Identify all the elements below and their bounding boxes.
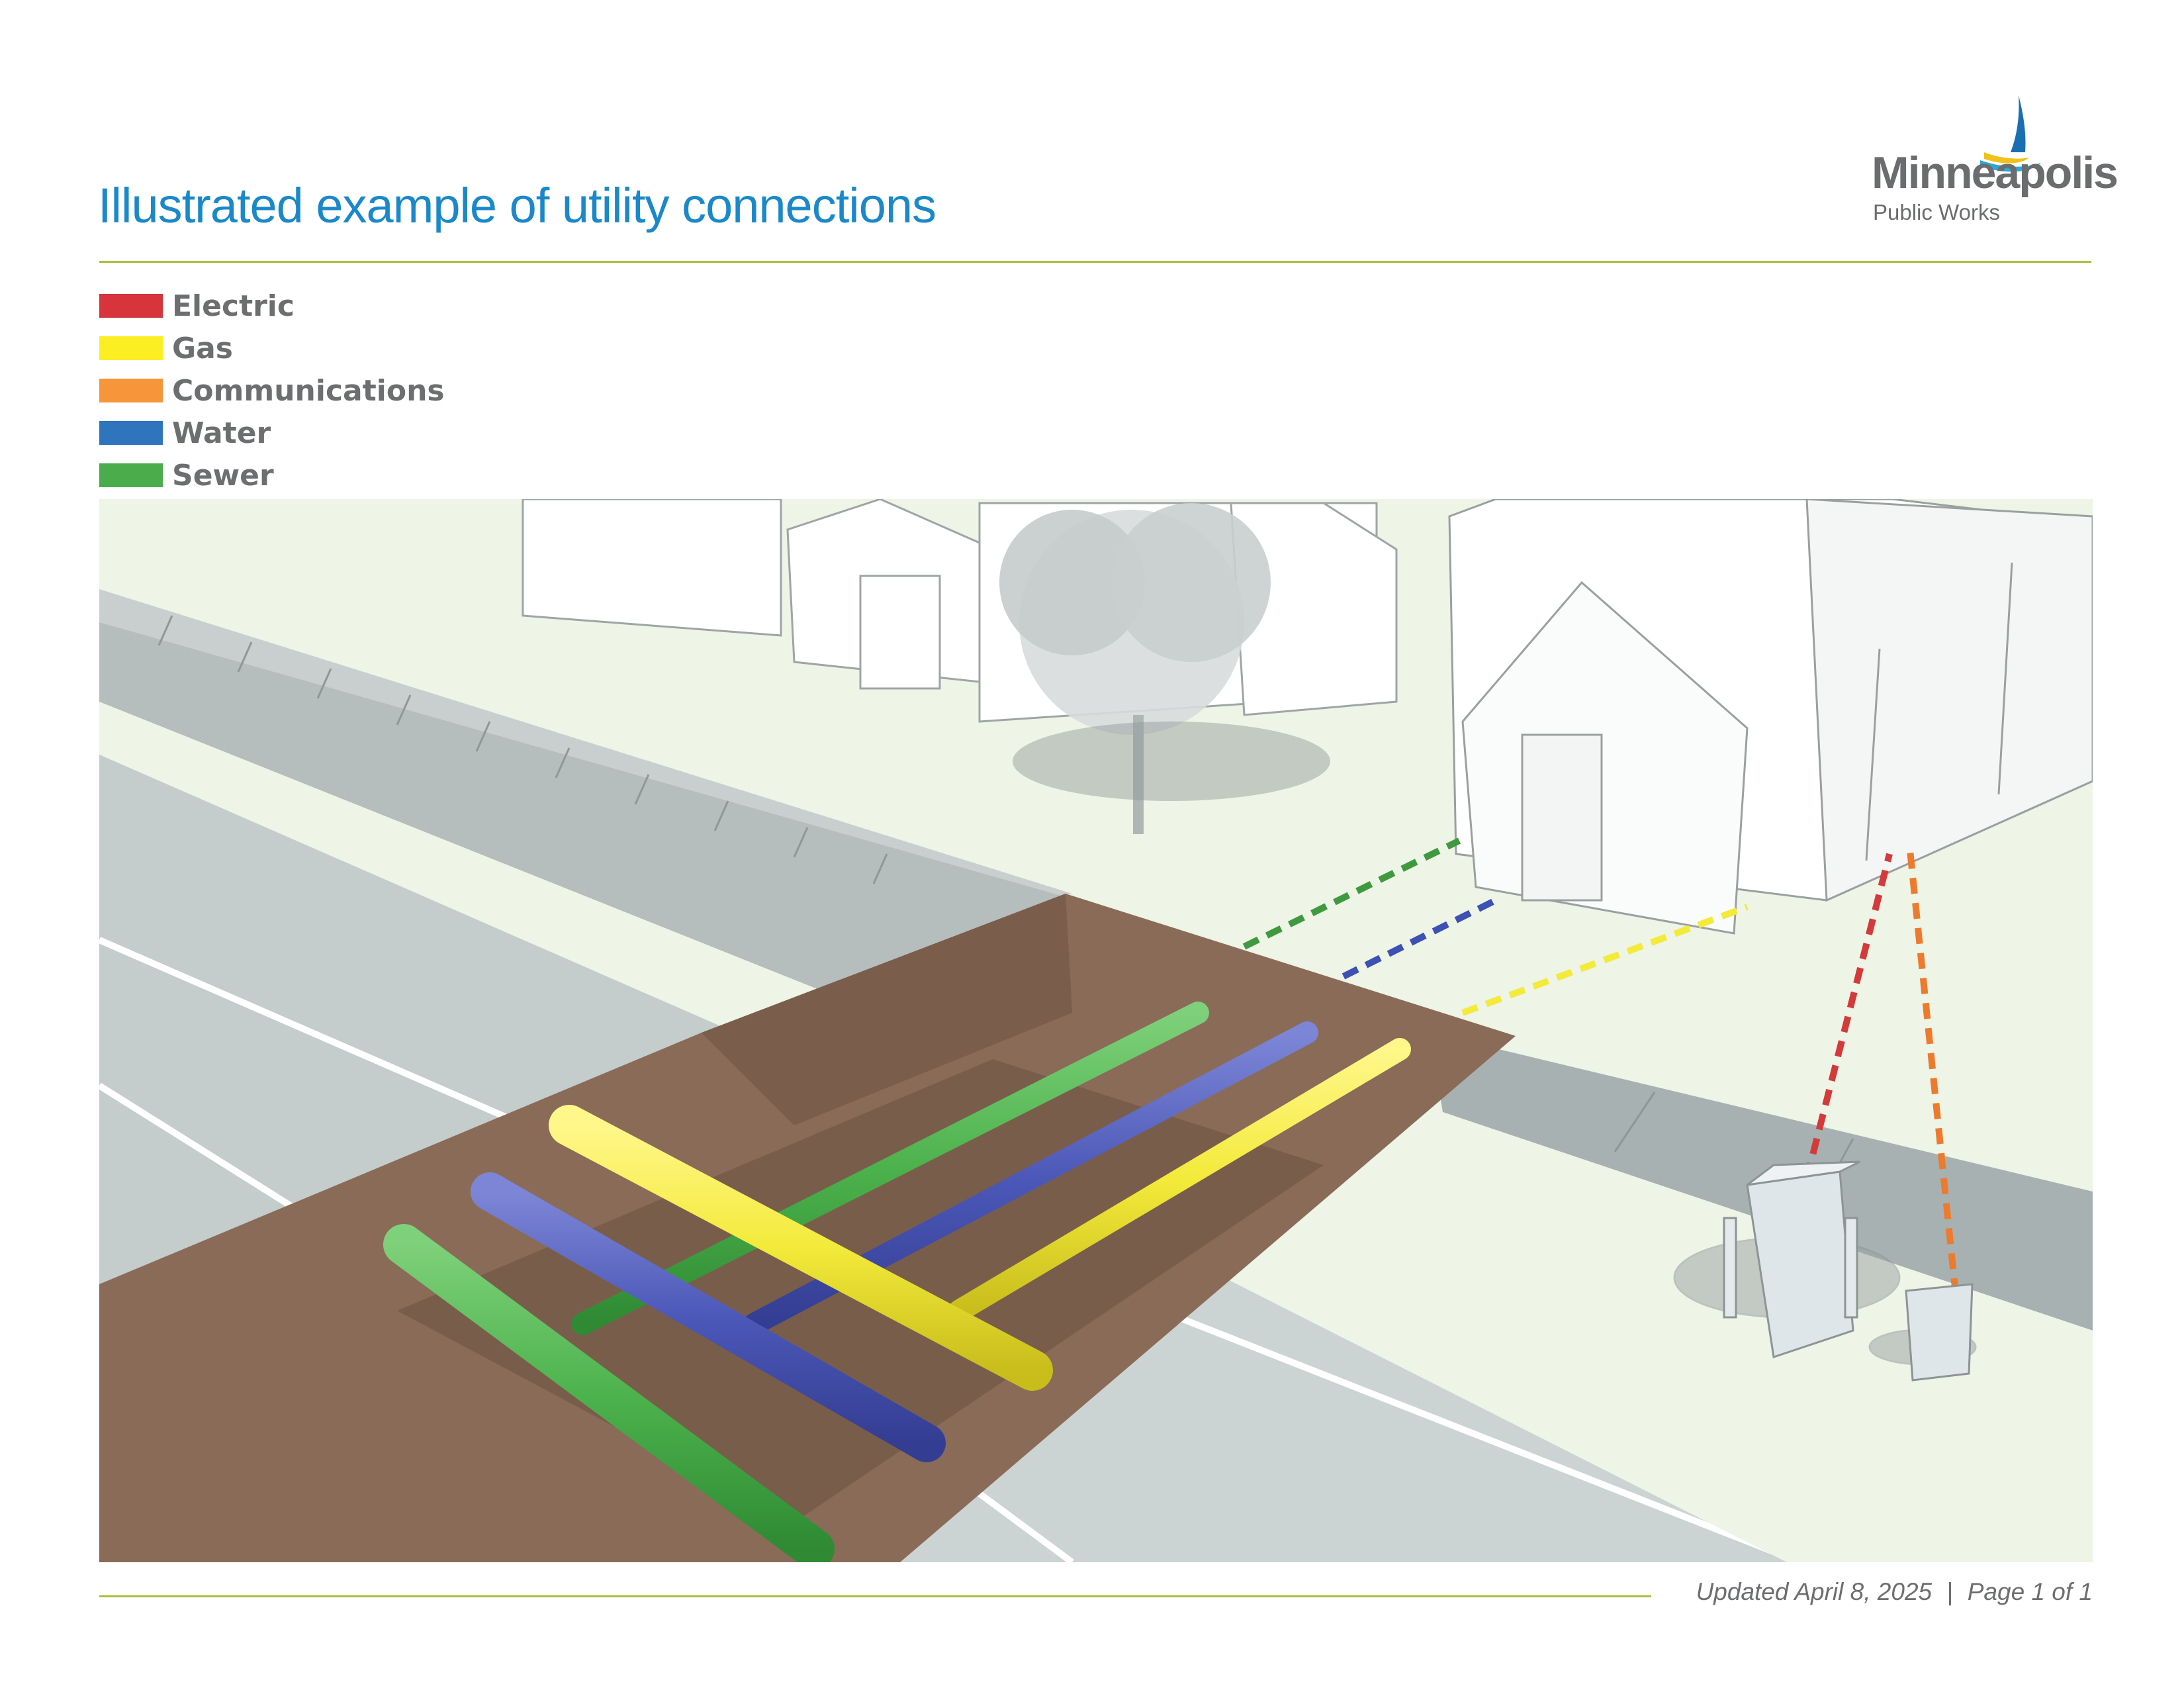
gas-lateral-pipe [948,1038,1411,1322]
water-main-pipe [471,1172,946,1462]
legend-swatch [99,421,163,445]
footer-divider [99,1595,1651,1597]
back-curb [99,622,1066,1033]
logo-subtitle: Public Works [1873,200,2000,224]
legend-label: Communications [172,373,445,408]
water-service-line [1342,897,1498,980]
legend-item-water: Water [99,412,445,454]
page-title: Illustrated example of utility connectio… [98,178,936,233]
sewer-service-line [1242,837,1461,950]
gas-service-line [1461,904,1749,1016]
front-lawn [1185,1112,2093,1562]
page-number: Page 1 of 1 [1967,1578,2093,1605]
front-door [1521,733,1603,902]
legend-item-sewer: Sewer [99,454,445,496]
updated-date: Updated April 8, 2025 [1696,1578,1933,1605]
communications-pedestal-icon [1868,1283,1977,1382]
legend-label: Sewer [172,458,274,492]
legend-swatch [99,379,163,402]
legend-swatch [99,336,163,360]
sewer-lateral-pipe [571,1002,1209,1335]
legend-item-communications: Communications [99,369,445,412]
house [1448,499,2093,935]
legend-swatch [99,463,163,487]
minneapolis-logo-icon [1980,95,2041,172]
back-curb-joints [158,615,888,884]
footer-separator: | [1946,1578,1953,1605]
tree-icon [999,503,1330,834]
legend-label: Water [172,416,271,450]
legend-label: Gas [172,331,233,365]
trench-back-wall [702,894,1072,1125]
legend-item-gas: Gas [99,327,445,369]
gas-main-pipe [549,1105,1053,1391]
legend-swatch [99,294,163,318]
electric-transformer-icon [1673,1160,1901,1358]
footer: Updated April 8, 2025 | Page 1 of 1 [1696,1578,2093,1606]
pipes [383,1002,1411,1562]
sewer-main-pipe [383,1224,835,1562]
service-lines [1242,837,1959,1295]
legend-label: Electric [172,289,295,323]
header-divider [99,261,2091,263]
legend-item-electric: Electric [99,285,445,327]
utility-connections-illustration [99,499,2093,1562]
legend: Electric Gas Communications Water Sewer [99,285,445,496]
logo-wordmark: Minneapolis [1872,148,2118,198]
electric-service-line [1803,853,1893,1180]
